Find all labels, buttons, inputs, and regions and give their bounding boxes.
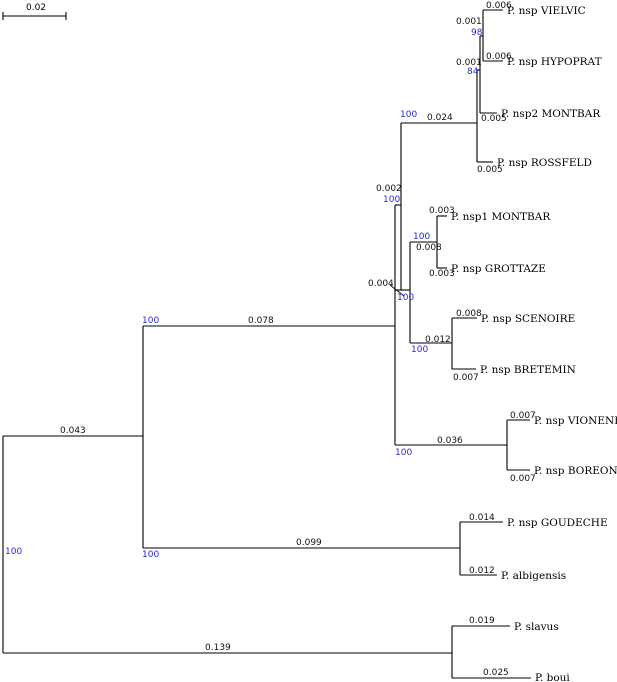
tip-label-boui: P. boui (535, 672, 570, 682)
scale-bar: 0.02 (2, 3, 67, 20)
tip-label-montbar1: P. nsp1 MONTBAR (451, 211, 551, 223)
support-nK: 100 (142, 550, 159, 560)
tip-label-goudeche: P. nsp GOUDECHE (507, 517, 608, 529)
support-root: 100 (5, 547, 22, 557)
support-nJ: 100 (395, 448, 412, 458)
scale-bar-label: 0.02 (26, 3, 46, 13)
tip-bl-slavus: 0.019 (469, 616, 495, 626)
bl-nI: 0.012 (425, 335, 451, 345)
tip-label-albigensis: P. albigensis (501, 570, 566, 582)
bl-nJ: 0.036 (437, 436, 463, 446)
support-nH: 100 (413, 232, 430, 242)
tip-bl-hypoprat: 0.006 (486, 52, 512, 62)
support-nE: 100 (383, 195, 400, 205)
bl-nB: 0.078 (248, 316, 274, 326)
bl-nH: 0.008 (416, 243, 442, 253)
bl-nF: 0.001 (456, 58, 482, 68)
tip-label-rossfeld: P. nsp ROSSFELD (497, 157, 592, 169)
tip-label-vielvic: P. nsp VIELVIC (507, 5, 586, 17)
tip-bl-rossfeld: 0.005 (477, 165, 503, 175)
tree-branches (2, 9, 531, 679)
support-nD: 100 (400, 110, 417, 120)
tip-bl-boreon: 0.007 (510, 474, 536, 484)
tip-bl-albigensis: 0.012 (469, 566, 495, 576)
tip-label-hypoprat: P. nsp HYPOPRAT (507, 56, 602, 68)
tip-bl-goudeche: 0.014 (469, 513, 495, 523)
tip-label-montbar2: P. nsp2 MONTBAR (501, 108, 601, 120)
tip-bl-montbar1: 0.003 (429, 206, 455, 216)
tip-labels: P. nsp VIELVIC P. nsp HYPOPRAT P. nsp2 M… (451, 5, 617, 682)
bl-nC: 0.004 (368, 279, 394, 289)
bl-nG: 0.001 (456, 17, 482, 27)
support-nF: 84 (467, 67, 479, 77)
tip-bl-montbar2: 0.005 (481, 114, 507, 124)
bl-nK: 0.099 (296, 538, 322, 548)
bl-nA: 0.043 (60, 426, 86, 436)
tip-bl-vielvic: 0.006 (486, 1, 512, 11)
support-nB: 100 (142, 316, 159, 326)
label-leader-nC (389, 284, 405, 297)
tip-label-grottaze: P. nsp GROTTAZE (451, 263, 546, 275)
support-values: 100 100 100 100 100 100 98 84 100 100 10… (5, 28, 483, 560)
tip-bl-bretemin: 0.007 (453, 373, 479, 383)
tip-label-boreon: P. nsp BOREON (534, 465, 617, 477)
tip-bl-boui: 0.025 (483, 668, 509, 678)
support-nC: 100 (397, 293, 414, 303)
tip-label-scenoire: P. nsp SCENOIRE (481, 313, 575, 325)
tip-branch-length-labels: 0.006 0.006 0.005 0.005 0.003 0.003 0.00… (429, 1, 536, 678)
bl-nD: 0.024 (427, 113, 453, 123)
tip-bl-scenoire: 0.008 (456, 309, 482, 319)
bl-nL: 0.139 (205, 643, 231, 653)
tip-label-slavus: P. slavus (514, 621, 559, 633)
tip-label-vionene: P. nsp VIONENE (534, 415, 617, 427)
support-nG: 98 (471, 28, 483, 38)
branch-length-labels: 0.043 0.078 0.099 0.139 0.024 0.002 0.00… (60, 17, 482, 653)
tip-bl-vionene: 0.007 (510, 411, 536, 421)
bl-nE: 0.002 (376, 184, 402, 194)
tip-label-bretemin: P. nsp BRETEMIN (480, 364, 576, 376)
tip-bl-grottaze: 0.003 (429, 269, 455, 279)
support-nI: 100 (411, 345, 428, 355)
